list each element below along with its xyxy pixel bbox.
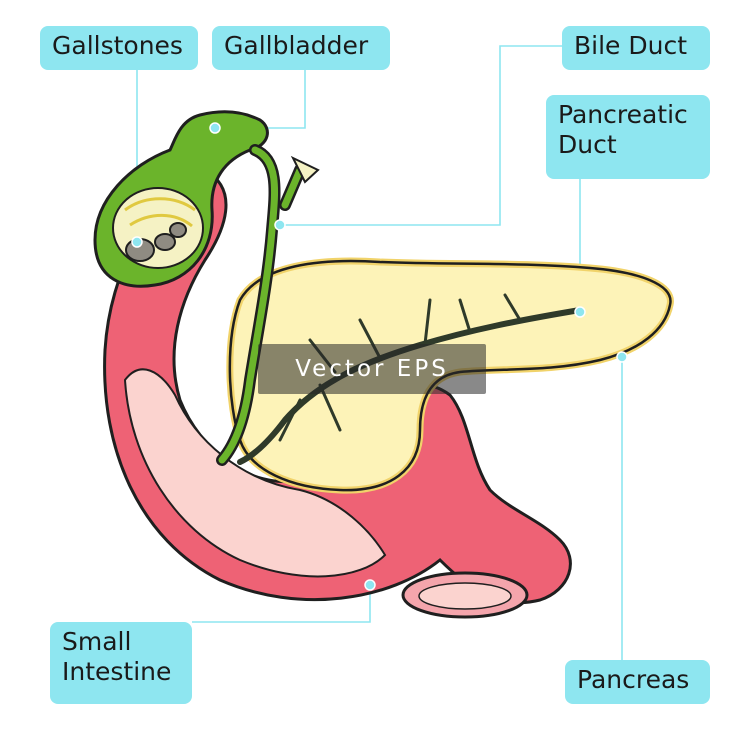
label-pancreatic-duct: Pancreatic Duct: [546, 95, 710, 179]
label-gallbladder: Gallbladder: [212, 26, 390, 70]
gallstone: [154, 233, 176, 251]
leader-lines: [136, 45, 623, 660]
leader-small-intestine: [192, 585, 371, 623]
pointer-dots: [131, 122, 628, 591]
gallstone: [169, 222, 187, 238]
label-pancreas: Pancreas: [565, 660, 710, 704]
label-small-intestine: Small Intestine: [50, 622, 192, 704]
watermark: Vector EPS: [258, 344, 486, 394]
small-intestine-shape: [103, 168, 572, 619]
label-bile-duct: Bile Duct: [562, 26, 710, 70]
leader-bile-duct: [280, 45, 562, 226]
label-gallstones: Gallstones: [40, 26, 198, 70]
bile-duct-line: [218, 146, 279, 464]
gallbladder-shape: [93, 110, 320, 466]
